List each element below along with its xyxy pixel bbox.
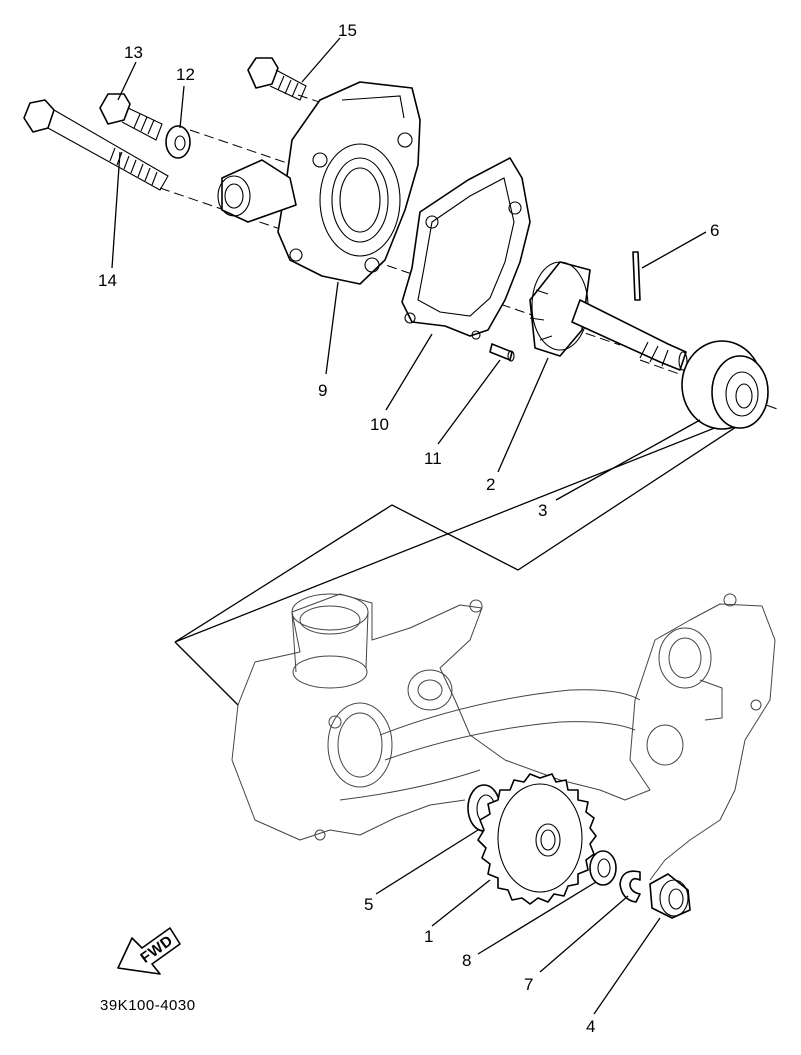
crankcase-outline [174,407,776,881]
drawing-code: 39K100-4030 [100,997,196,1014]
forward-arrow-icon: FWD [117,927,181,975]
bearing-3 [681,340,769,430]
callout-1: 1 [424,927,433,946]
bolt-13 [99,93,163,141]
callout-11: 11 [424,449,442,468]
callout-labels: 15 13 12 14 9 10 11 2 3 6 5 1 8 7 4 [98,21,719,1036]
callout-15: 15 [338,21,357,40]
callout-13: 13 [124,43,143,62]
circlip-7 [619,870,641,903]
impeller-shaft-2 [529,261,688,371]
callout-14: 14 [98,271,117,290]
callout-12: 12 [176,65,195,84]
callout-8: 8 [462,951,471,970]
callout-2: 2 [486,475,495,494]
gasket-10 [401,157,531,340]
leader-lines [111,37,707,1015]
callout-5: 5 [364,895,373,914]
callout-6: 6 [710,221,719,240]
collar-4 [649,873,691,919]
gear-1 [477,773,597,905]
bolt-14-long [23,99,169,191]
pin-6 [632,251,641,301]
callout-7: 7 [524,975,533,994]
bolt-15 [247,57,307,101]
pump-cover-9 [217,81,421,285]
dowel-pin-11 [489,343,515,362]
washer-12 [165,125,191,159]
callout-9: 9 [318,381,327,400]
callout-3: 3 [538,501,547,520]
washer-8 [589,850,617,886]
callout-10: 10 [370,415,389,434]
callout-4: 4 [586,1017,595,1036]
